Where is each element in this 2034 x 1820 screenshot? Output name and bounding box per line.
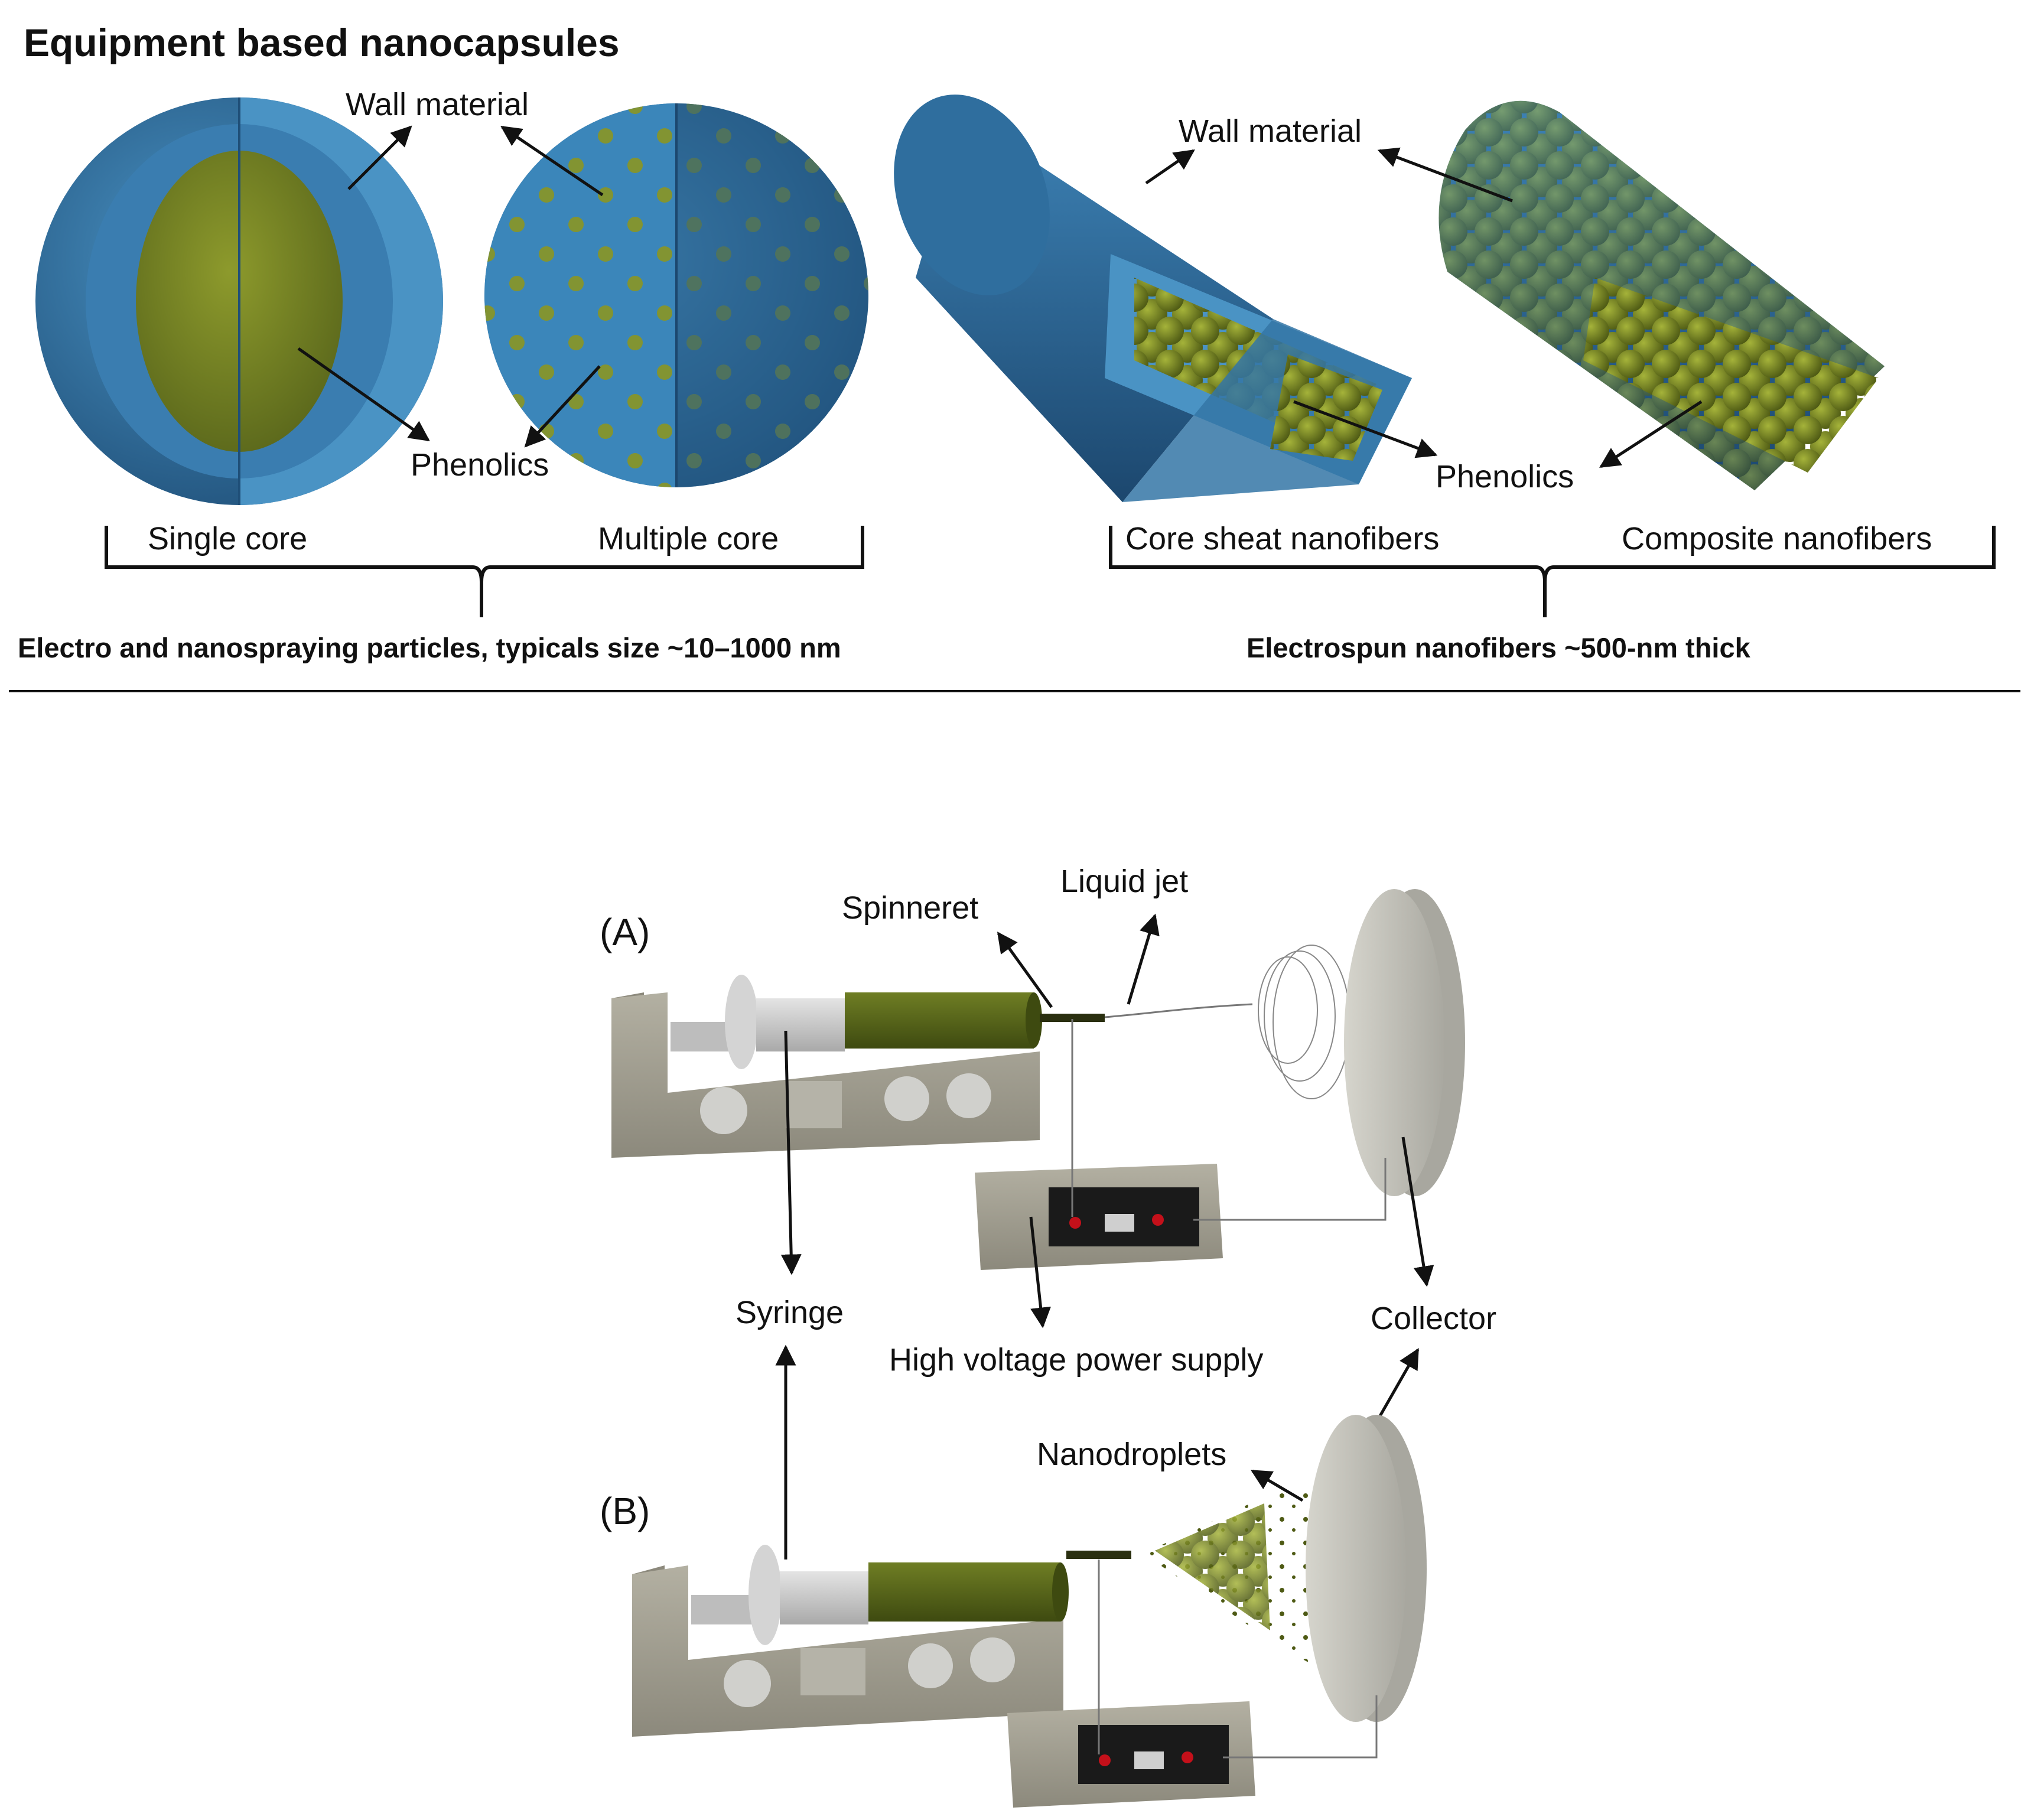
nanodroplets-label: Nanodroplets xyxy=(1037,1437,1226,1472)
collector-disk-a xyxy=(1344,889,1465,1196)
collector-disk-b xyxy=(1306,1415,1427,1722)
figure-title: Equipment based nanocapsules xyxy=(24,21,620,64)
phenolics-label-left: Phenolics xyxy=(411,447,549,483)
syringe-fluid-b xyxy=(868,1562,1060,1622)
single-core-capsule xyxy=(35,97,443,505)
multiple-core-capsule xyxy=(484,103,868,487)
spinneret-b xyxy=(1066,1551,1131,1559)
syringe-pump-b xyxy=(632,1545,1131,1737)
caption-nanofibers: Electrospun nanofibers ~500-nm thick xyxy=(1247,632,1751,663)
multiple-core-label: Multiple core xyxy=(598,521,779,556)
spinneret-a xyxy=(1040,1014,1105,1022)
syringe-arrow-a xyxy=(780,1030,802,1275)
single-core-label: Single core xyxy=(148,521,307,556)
collector-label: Collector xyxy=(1371,1301,1496,1336)
syringe-barrel-b xyxy=(780,1571,868,1624)
jet-whip-spiral xyxy=(1258,945,1350,1099)
phenolics-arrow-coresheat xyxy=(1293,400,1438,458)
wall-arrow-coresheat xyxy=(1145,149,1195,185)
composite-label: Composite nanofibers xyxy=(1622,521,1932,556)
phenolics-arrow-composite xyxy=(1599,400,1703,468)
liquid-jet-label: Liquid jet xyxy=(1060,864,1188,899)
left-brace xyxy=(105,526,864,617)
power-supply-b xyxy=(1007,1701,1255,1808)
nanodroplets-arrow xyxy=(1250,1469,1304,1502)
power-supply-arrow xyxy=(1029,1216,1052,1329)
panel-b-label: (B) xyxy=(600,1490,650,1532)
syringe-label: Syringe xyxy=(736,1295,844,1330)
wall-arrow-single xyxy=(347,125,412,190)
liquid-jet-arrow xyxy=(1127,913,1160,1005)
nanodroplet-spray xyxy=(1143,1477,1359,1689)
wire-collector-b xyxy=(1223,1695,1378,1759)
syringe-fluid-a xyxy=(845,992,1034,1049)
phenolics-arrow-single xyxy=(297,347,430,442)
wire-collector-a xyxy=(1193,1158,1387,1221)
syringe-pump-a xyxy=(611,975,1105,1158)
core-sheat-label: Core sheat nanofibers xyxy=(1125,521,1439,556)
panel-a-label: (A) xyxy=(600,911,650,953)
caption-particles: Electro and nanospraying particles, typi… xyxy=(18,632,841,663)
spinneret-label: Spinneret xyxy=(842,890,978,926)
wall-arrow-composite xyxy=(1377,147,1513,203)
phenolics-arrow-multiple xyxy=(524,365,601,448)
core-sheat-nanofiber xyxy=(894,95,1412,502)
wall-material-label-right: Wall material xyxy=(1179,113,1362,149)
power-supply-a xyxy=(975,1164,1223,1270)
composite-nanofiber xyxy=(1439,100,1885,490)
wall-arrow-multiple xyxy=(500,125,604,197)
syringe-barrel-a xyxy=(756,998,845,1051)
right-brace xyxy=(1109,526,1996,617)
power-supply-label: High voltage power supply xyxy=(889,1342,1263,1378)
wall-material-label-left: Wall material xyxy=(346,87,529,122)
phenolics-label-right: Phenolics xyxy=(1436,459,1574,494)
collector-arrow-a xyxy=(1401,1137,1434,1287)
liquid-jet-line xyxy=(1104,1003,1253,1018)
spinneret-arrow xyxy=(997,932,1053,1008)
